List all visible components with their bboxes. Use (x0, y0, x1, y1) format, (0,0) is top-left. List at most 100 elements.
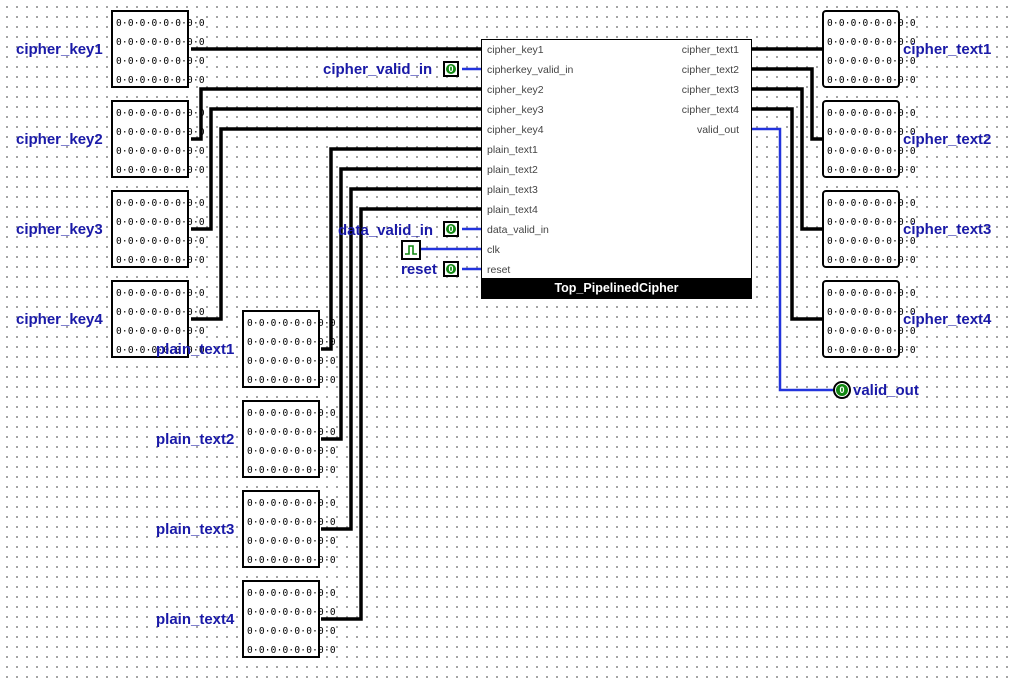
register-row: 0·0·0·0·0·0·0·0 (116, 56, 205, 67)
label-valid-out: valid_out (853, 382, 919, 399)
register-row: 0·0·0·0·0·0·0·0 (247, 626, 336, 637)
register-row: 0·0·0·0·0·0·0·0 (827, 236, 916, 247)
register-row: 0·0·0·0·0·0·0·0 (247, 446, 336, 457)
wire-cipher-key2 (191, 87, 481, 141)
register-row: 0·0·0·0·0·0·0·0 (827, 217, 916, 228)
register-row: 0·0·0·0·0·0·0·0 (247, 555, 336, 566)
port-reset: reset (487, 264, 511, 276)
register-row: 0·0·0·0·0·0·0·0 (116, 75, 205, 86)
port-cipherkey-valid-in: cipherkey_valid_in (487, 64, 574, 76)
register-row: 0·0·0·0·0·0·0·0 (116, 236, 205, 247)
label-cipher-key2: cipher_key2 (16, 131, 103, 148)
register-row: 0·0·0·0·0·0·0·0 (827, 108, 916, 119)
port-clk: clk (487, 244, 500, 256)
cipher-key3-register[interactable]: 0·0·0·0·0·0·0·0 0·0·0·0·0·0·0·0 0·0·0·0·… (111, 190, 205, 268)
register-row: 0·0·0·0·0·0·0·0 (116, 165, 205, 176)
register-row: 0·0·0·0·0·0·0·0 (827, 127, 916, 138)
register-row: 0·0·0·0·0·0·0·0 (827, 198, 916, 209)
label-cipher-key4: cipher_key4 (16, 311, 103, 328)
wire-cipher-key4 (191, 127, 481, 321)
label-plain-text2: plain_text2 (156, 431, 235, 448)
plain-text4-register[interactable]: 0·0·0·0·0·0·0·0 0·0·0·0·0·0·0·0 0·0·0·0·… (242, 580, 336, 658)
register-row: 0·0·0·0·0·0·0·0 (116, 146, 205, 157)
wire-cipher-text4 (752, 107, 822, 321)
register-row: 0·0·0·0·0·0·0·0 (827, 255, 916, 266)
label-plain-text4: plain_text4 (156, 611, 235, 628)
cipher-valid-in-pin[interactable]: 0 (443, 61, 459, 77)
label-cipher-text3: cipher_text3 (903, 221, 992, 238)
register-row: 0·0·0·0·0·0·0·0 (116, 37, 205, 48)
register-row: 0·0·0·0·0·0·0·0 (116, 326, 205, 337)
wire-plain-text4 (321, 207, 481, 621)
label-reset: reset (401, 261, 437, 278)
label-cipher-text4: cipher_text4 (903, 311, 992, 328)
register-row: 0·0·0·0·0·0·0·0 (116, 198, 205, 209)
reset-pin[interactable]: 0 (443, 261, 459, 277)
label-cipher-valid-in: cipher_valid_in (323, 61, 433, 78)
label-cipher-key1: cipher_key1 (16, 41, 103, 58)
label-cipher-text1: cipher_text1 (903, 41, 992, 58)
register-row: 0·0·0·0·0·0·0·0 (247, 337, 336, 348)
wire-plain-text3 (321, 187, 481, 531)
wire-cipher-text2 (752, 67, 822, 141)
register-row: 0·0·0·0·0·0·0·0 (827, 37, 916, 48)
cipher-key2-register[interactable]: 0·0·0·0·0·0·0·0 0·0·0·0·0·0·0·0 0·0·0·0·… (111, 100, 205, 178)
block-title: Top_PipelinedCipher (482, 278, 751, 298)
register-row: 0·0·0·0·0·0·0·0 (247, 536, 336, 547)
port-plain-text1: plain_text1 (487, 144, 538, 156)
clock-source[interactable] (401, 240, 421, 260)
wire-cipher-key3 (191, 107, 481, 231)
register-row: 0·0·0·0·0·0·0·0 (247, 498, 336, 509)
register-row: 0·0·0·0·0·0·0·0 (116, 217, 205, 228)
register-row: 0·0·0·0·0·0·0·0 (247, 607, 336, 618)
register-row: 0·0·0·0·0·0·0·0 (827, 326, 916, 337)
register-row: 0·0·0·0·0·0·0·0 (247, 588, 336, 599)
label-cipher-text2: cipher_text2 (903, 131, 992, 148)
led-indicator: 0 (446, 224, 456, 234)
valid-out-pin: 0 (833, 381, 851, 399)
cipher-key1-register[interactable]: 0·0·0·0·0·0·0·0 0·0·0·0·0·0·0·0 0·0·0·0·… (111, 10, 205, 88)
port-cipher-key2: cipher_key2 (487, 84, 544, 96)
register-row: 0·0·0·0·0·0·0·0 (116, 255, 205, 266)
led-indicator: 0 (446, 264, 456, 274)
register-row: 0·0·0·0·0·0·0·0 (247, 427, 336, 438)
port-cipher-text4: cipher_text4 (681, 104, 739, 116)
port-cipher-key3: cipher_key3 (487, 104, 544, 116)
port-data-valid-in: data_valid_in (487, 224, 549, 236)
register-row: 0·0·0·0·0·0·0·0 (827, 18, 916, 29)
register-row: 0·0·0·0·0·0·0·0 (247, 375, 336, 386)
register-row: 0·0·0·0·0·0·0·0 (116, 288, 205, 299)
register-row: 0·0·0·0·0·0·0·0 (116, 18, 205, 29)
register-row: 0·0·0·0·0·0·0·0 (827, 146, 916, 157)
clock-wave-icon (405, 245, 417, 255)
register-row: 0·0·0·0·0·0·0·0 (247, 465, 336, 476)
register-row: 0·0·0·0·0·0·0·0 (827, 75, 916, 86)
label-plain-text1: plain_text1 (156, 341, 235, 358)
label-cipher-key3: cipher_key3 (16, 221, 103, 238)
register-row: 0·0·0·0·0·0·0·0 (116, 307, 205, 318)
register-row: 0·0·0·0·0·0·0·0 (247, 318, 336, 329)
register-row: 0·0·0·0·0·0·0·0 (247, 356, 336, 367)
register-row: 0·0·0·0·0·0·0·0 (827, 165, 916, 176)
register-row: 0·0·0·0·0·0·0·0 (116, 108, 205, 119)
register-row: 0·0·0·0·0·0·0·0 (827, 56, 916, 67)
plain-text3-register[interactable]: 0·0·0·0·0·0·0·0 0·0·0·0·0·0·0·0 0·0·0·0·… (242, 490, 336, 568)
port-cipher-key4: cipher_key4 (487, 124, 544, 136)
register-row: 0·0·0·0·0·0·0·0 (116, 127, 205, 138)
data-valid-in-pin[interactable]: 0 (443, 221, 459, 237)
plain-text2-register[interactable]: 0·0·0·0·0·0·0·0 0·0·0·0·0·0·0·0 0·0·0·0·… (242, 400, 336, 478)
port-cipher-text2: cipher_text2 (681, 64, 739, 76)
wire-cipher-text3 (752, 87, 822, 231)
label-plain-text3: plain_text3 (156, 521, 235, 538)
cipher-text4-register: 0·0·0·0·0·0·0·0 0·0·0·0·0·0·0·0 0·0·0·0·… (822, 280, 916, 358)
port-valid-out: valid_out (696, 124, 739, 136)
cipher-key4-register[interactable]: 0·0·0·0·0·0·0·0 0·0·0·0·0·0·0·0 0·0·0·0·… (111, 280, 205, 358)
top-pipelined-cipher-block[interactable]: cipher_key1 cipherkey_valid_in cipher_ke… (481, 39, 752, 299)
register-row: 0·0·0·0·0·0·0·0 (247, 517, 336, 528)
register-row: 0·0·0·0·0·0·0·0 (827, 307, 916, 318)
cipher-text2-register: 0·0·0·0·0·0·0·0 0·0·0·0·0·0·0·0 0·0·0·0·… (822, 100, 916, 178)
port-cipher-key1: cipher_key1 (487, 44, 544, 56)
plain-text1-register[interactable]: 0·0·0·0·0·0·0·0 0·0·0·0·0·0·0·0 0·0·0·0·… (242, 310, 336, 388)
port-plain-text3: plain_text3 (487, 184, 538, 196)
